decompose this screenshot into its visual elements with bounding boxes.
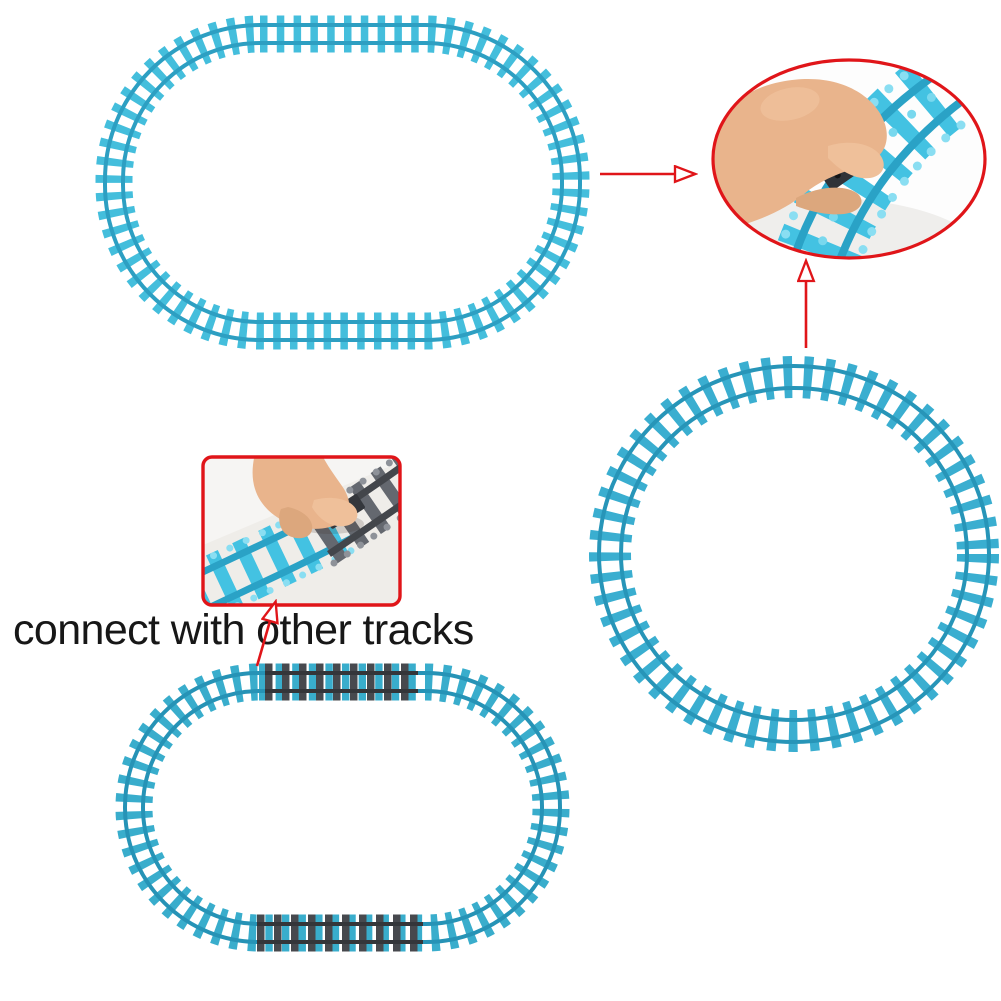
- arrow-caption-to-inset: [255, 621, 270, 667]
- caption-text: connect with other tracks: [13, 606, 474, 654]
- gray-straight-top: [265, 663, 418, 701]
- ellipse-inset-photo: [711, 58, 987, 260]
- knuckle-highlight: [760, 87, 820, 121]
- gray-track-rail-b: [327, 479, 400, 557]
- top-oval-ties: [95, 15, 590, 350]
- bottom-oval-track: [115, 663, 570, 952]
- gray-track-studs-b: [330, 487, 400, 567]
- annotation-arrows: [255, 174, 806, 667]
- top-oval-track: [95, 15, 590, 350]
- blue-track-studs-b: [838, 73, 985, 258]
- bottom-oval-ties: [115, 663, 570, 952]
- thumb: [279, 507, 313, 539]
- circle-inner-rail: [619, 386, 969, 722]
- circle-ties: [589, 356, 999, 752]
- palm: [713, 79, 887, 235]
- index-finger: [312, 497, 358, 527]
- rect-inset-border: [201, 455, 402, 607]
- circle-track: [589, 356, 999, 752]
- top-oval-outer-rail: [103, 23, 582, 342]
- blue-track-studs-a: [768, 60, 977, 258]
- bottom-oval-inner-rail: [141, 689, 544, 926]
- top-oval-inner-rail: [121, 41, 564, 324]
- circle-outer-rail: [597, 364, 991, 744]
- rect-inset-photo: [201, 455, 402, 607]
- hand: [713, 79, 887, 235]
- gray-straight-bottom: [257, 914, 423, 952]
- index-finger: [828, 142, 884, 179]
- hand: [252, 457, 358, 539]
- thumb: [796, 187, 862, 215]
- ellipse-inset-border: [711, 58, 987, 260]
